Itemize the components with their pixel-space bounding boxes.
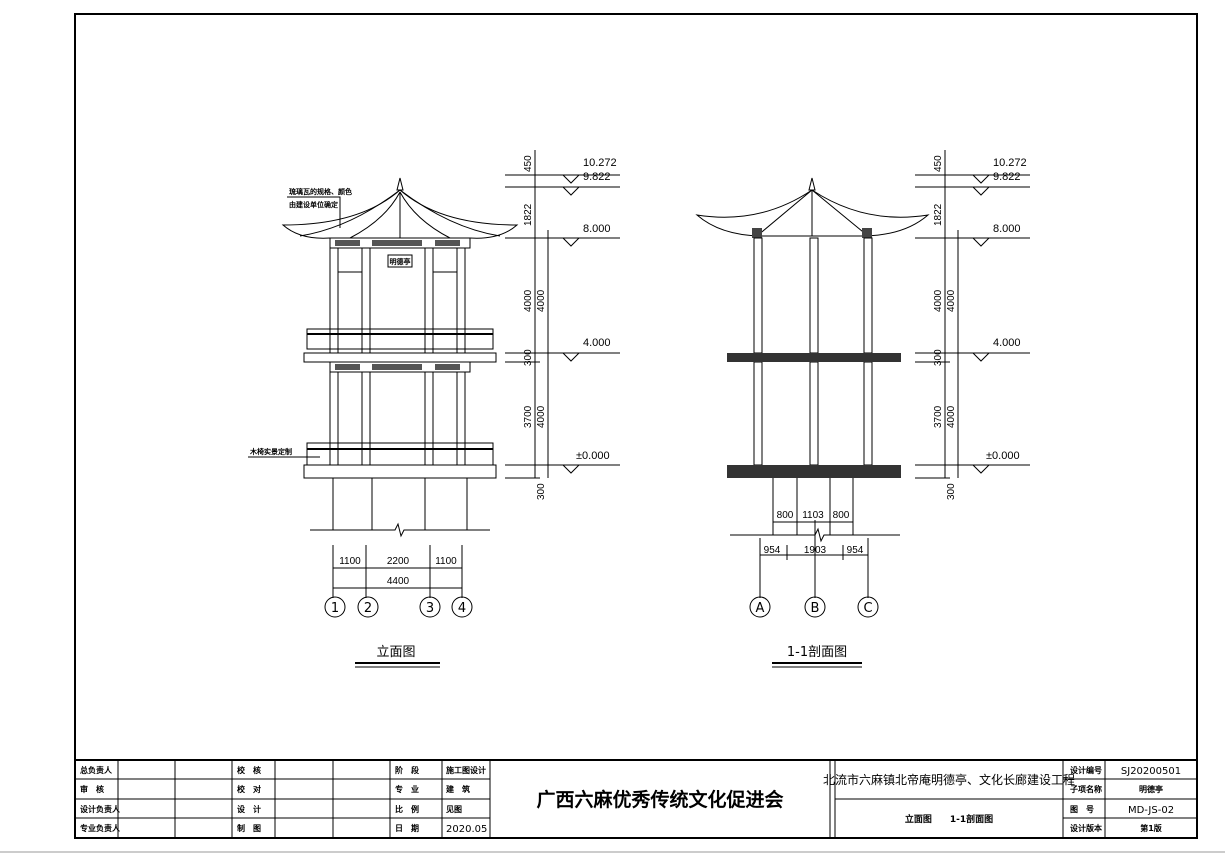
dim-v-300-a: 300: [523, 349, 534, 366]
level-0000: ±0.000: [576, 450, 610, 462]
dim-v-4000-c: 4000: [536, 405, 547, 428]
value-discipline: 建 筑: [445, 784, 470, 794]
dim-800-b: 800: [833, 510, 850, 521]
value-drawing-no: MD-JS-02: [1128, 805, 1174, 816]
level-9822-r: 9.822: [993, 171, 1021, 183]
label-subitem: 子项名称: [1070, 784, 1102, 794]
dim-v-300-a-r: 300: [933, 349, 944, 366]
dim-v-1822-r: 1822: [933, 203, 944, 226]
dim-v-300-b-r: 300: [946, 483, 957, 500]
floor-slab: [303, 352, 497, 363]
axis-a: A: [756, 601, 765, 616]
roof-finial: [396, 177, 404, 191]
dim-1103: 1103: [802, 510, 824, 521]
dim-v-4000-a-r: 4000: [933, 289, 944, 312]
elevation-title: 立面图: [376, 645, 415, 660]
plaque-text: 明德亭: [390, 257, 411, 266]
axis-4: 4: [458, 601, 466, 616]
value-subitem: 明德亭: [1139, 784, 1163, 794]
axis-b: B: [811, 601, 820, 616]
value-date: 2020.05: [446, 824, 487, 835]
label-design-lead: 设计负责人: [80, 804, 121, 814]
dim-1100-b: 1100: [435, 556, 457, 567]
label-proof: 校 对: [237, 784, 261, 794]
sheet-border: [74, 13, 1198, 839]
sheet-name: 立面图 1-1剖面图: [905, 813, 993, 825]
elevation-drawing: 明德亭 琉璃瓦的规格、颜色 由建设单位确定 木椅实景定制: [248, 177, 519, 668]
label-discipline-lead: 专业负责人: [80, 823, 121, 833]
dim-4400: 4400: [387, 576, 410, 587]
label-scale: 比 例: [395, 804, 419, 814]
axis-bubbles-elevation: 1 2 3 4: [324, 596, 473, 618]
dim-v-3700: 3700: [523, 405, 534, 428]
dim-v-3700-r: 3700: [933, 405, 944, 428]
value-design-no: SJ20200501: [1121, 766, 1181, 777]
level-8000: 8.000: [583, 223, 611, 235]
section-title: 1-1剖面图: [787, 645, 847, 660]
value-stage: 施工图设计: [446, 765, 486, 775]
dim-954-a: 954: [764, 545, 781, 556]
section-drawing: 800 1103 800 954 1903 954 A B C 1-1剖面图: [695, 177, 930, 668]
value-version: 第1版: [1140, 823, 1162, 833]
dim-800-a: 800: [777, 510, 794, 521]
dim-954-b: 954: [847, 545, 864, 556]
level-9822: 9.822: [583, 171, 611, 183]
axis-2: 2: [364, 601, 372, 616]
label-draw: 制 图: [237, 823, 261, 833]
axis-c: C: [863, 601, 872, 616]
label-date: 日 期: [395, 823, 419, 833]
dim-v-4000-b: 4000: [536, 289, 547, 312]
title-block: 总负责人 审 核 设计负责人 专业负责人 校 核 校 对 设 计 制 图 阶 段…: [75, 759, 1197, 838]
dim-1100-a: 1100: [339, 556, 361, 567]
level-10272-r: 10.272: [993, 157, 1027, 169]
company-name: 广西六麻优秀传统文化促进会: [536, 788, 783, 811]
project-name: 北流市六麻镇北帝庵明德亭、文化长廊建设工程: [823, 772, 1075, 787]
bench-note: 木椅实景定制: [249, 447, 292, 456]
dim-v-450: 450: [523, 155, 534, 172]
level-dims-right: 10.272 9.822 8.000 4.000 ±0.000 450 1822…: [915, 150, 1030, 500]
floor-slab-section: [727, 353, 901, 362]
dim-v-4000-c-r: 4000: [946, 405, 957, 428]
dim-v-300-b: 300: [536, 483, 547, 500]
level-dims-left: 10.272 9.822 8.000 4.000 ±0.000 450 1822…: [505, 150, 620, 500]
value-scale: 见图: [446, 805, 462, 814]
dim-2200: 2200: [387, 556, 410, 567]
level-4000-r: 4.000: [993, 337, 1021, 349]
plaque: [387, 254, 413, 268]
dim-v-4000-a: 4000: [523, 289, 534, 312]
roof-note-1: 琉璃瓦的规格、颜色: [289, 187, 352, 196]
label-chief: 总负责人: [80, 765, 113, 775]
label-drawing-no: 图 号: [1070, 805, 1094, 814]
level-4000: 4.000: [583, 337, 611, 349]
label-review: 审 核: [80, 784, 104, 794]
level-10272: 10.272: [583, 157, 617, 169]
label-discipline: 专 业: [395, 784, 419, 794]
level-0000-r: ±0.000: [986, 450, 1020, 462]
label-stage: 阶 段: [395, 765, 419, 775]
ground-slab: [303, 464, 497, 479]
label-check: 校 核: [237, 765, 261, 775]
dim-v-450-r: 450: [933, 155, 944, 172]
label-design: 设 计: [237, 804, 261, 814]
level-8000-r: 8.000: [993, 223, 1021, 235]
axis-1: 1: [331, 601, 339, 616]
ground-slab-section: [727, 465, 901, 478]
label-design-no: 设计编号: [1070, 765, 1102, 775]
dim-v-1822: 1822: [523, 203, 534, 226]
dim-1903: 1903: [804, 545, 827, 556]
axis-3: 3: [426, 601, 434, 616]
roof-note-2: 由建设单位确定: [289, 200, 338, 209]
label-version: 设计版本: [1070, 823, 1102, 833]
dim-v-4000-b-r: 4000: [946, 289, 957, 312]
